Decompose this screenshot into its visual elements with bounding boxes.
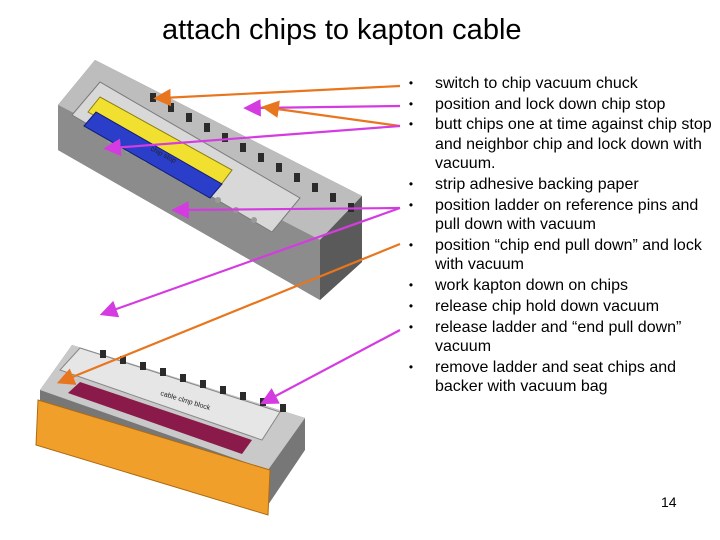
bullet-item: •release chip hold down vacuum: [405, 297, 715, 317]
bullet-dot: •: [408, 197, 414, 212]
bullet-item: •position ladder on reference pins and p…: [405, 196, 715, 235]
bullet-item: •remove ladder and seat chips and backer…: [405, 358, 715, 397]
bullet-dot: •: [408, 319, 414, 334]
bullet-dot: •: [408, 237, 414, 252]
bullet-dot: •: [408, 76, 414, 90]
bullet-dot: •: [408, 96, 414, 111]
bullet-item: •butt chips one at time against chip sto…: [405, 115, 715, 174]
page-number: 14: [661, 494, 677, 510]
bullet-item: •switch to chip vacuum chuck: [405, 74, 715, 94]
bullet-item: •work kapton down on chips: [405, 276, 715, 296]
bullet-item: •position and lock down chip stop: [405, 95, 715, 115]
annotation-arrows: [56, 84, 401, 405]
upper-fixture: chip stop: [58, 60, 362, 300]
bullet-dot: •: [408, 298, 414, 313]
slide-title: attach chips to kapton cable: [162, 14, 522, 46]
bullet-item: •strip adhesive backing paper: [405, 175, 715, 195]
bullet-list: •switch to chip vacuum chuck •position a…: [405, 74, 715, 398]
bullet-item: •position “chip end pull down” and lock …: [405, 236, 715, 275]
bullet-item: •release ladder and “end pull down” vacu…: [405, 318, 715, 357]
bullet-dot: •: [408, 359, 414, 374]
bullet-dot: •: [408, 177, 414, 192]
bullet-dot: •: [408, 278, 414, 293]
lower-fixture: cable clmp block: [35, 345, 305, 516]
bullet-dot: •: [408, 117, 414, 132]
